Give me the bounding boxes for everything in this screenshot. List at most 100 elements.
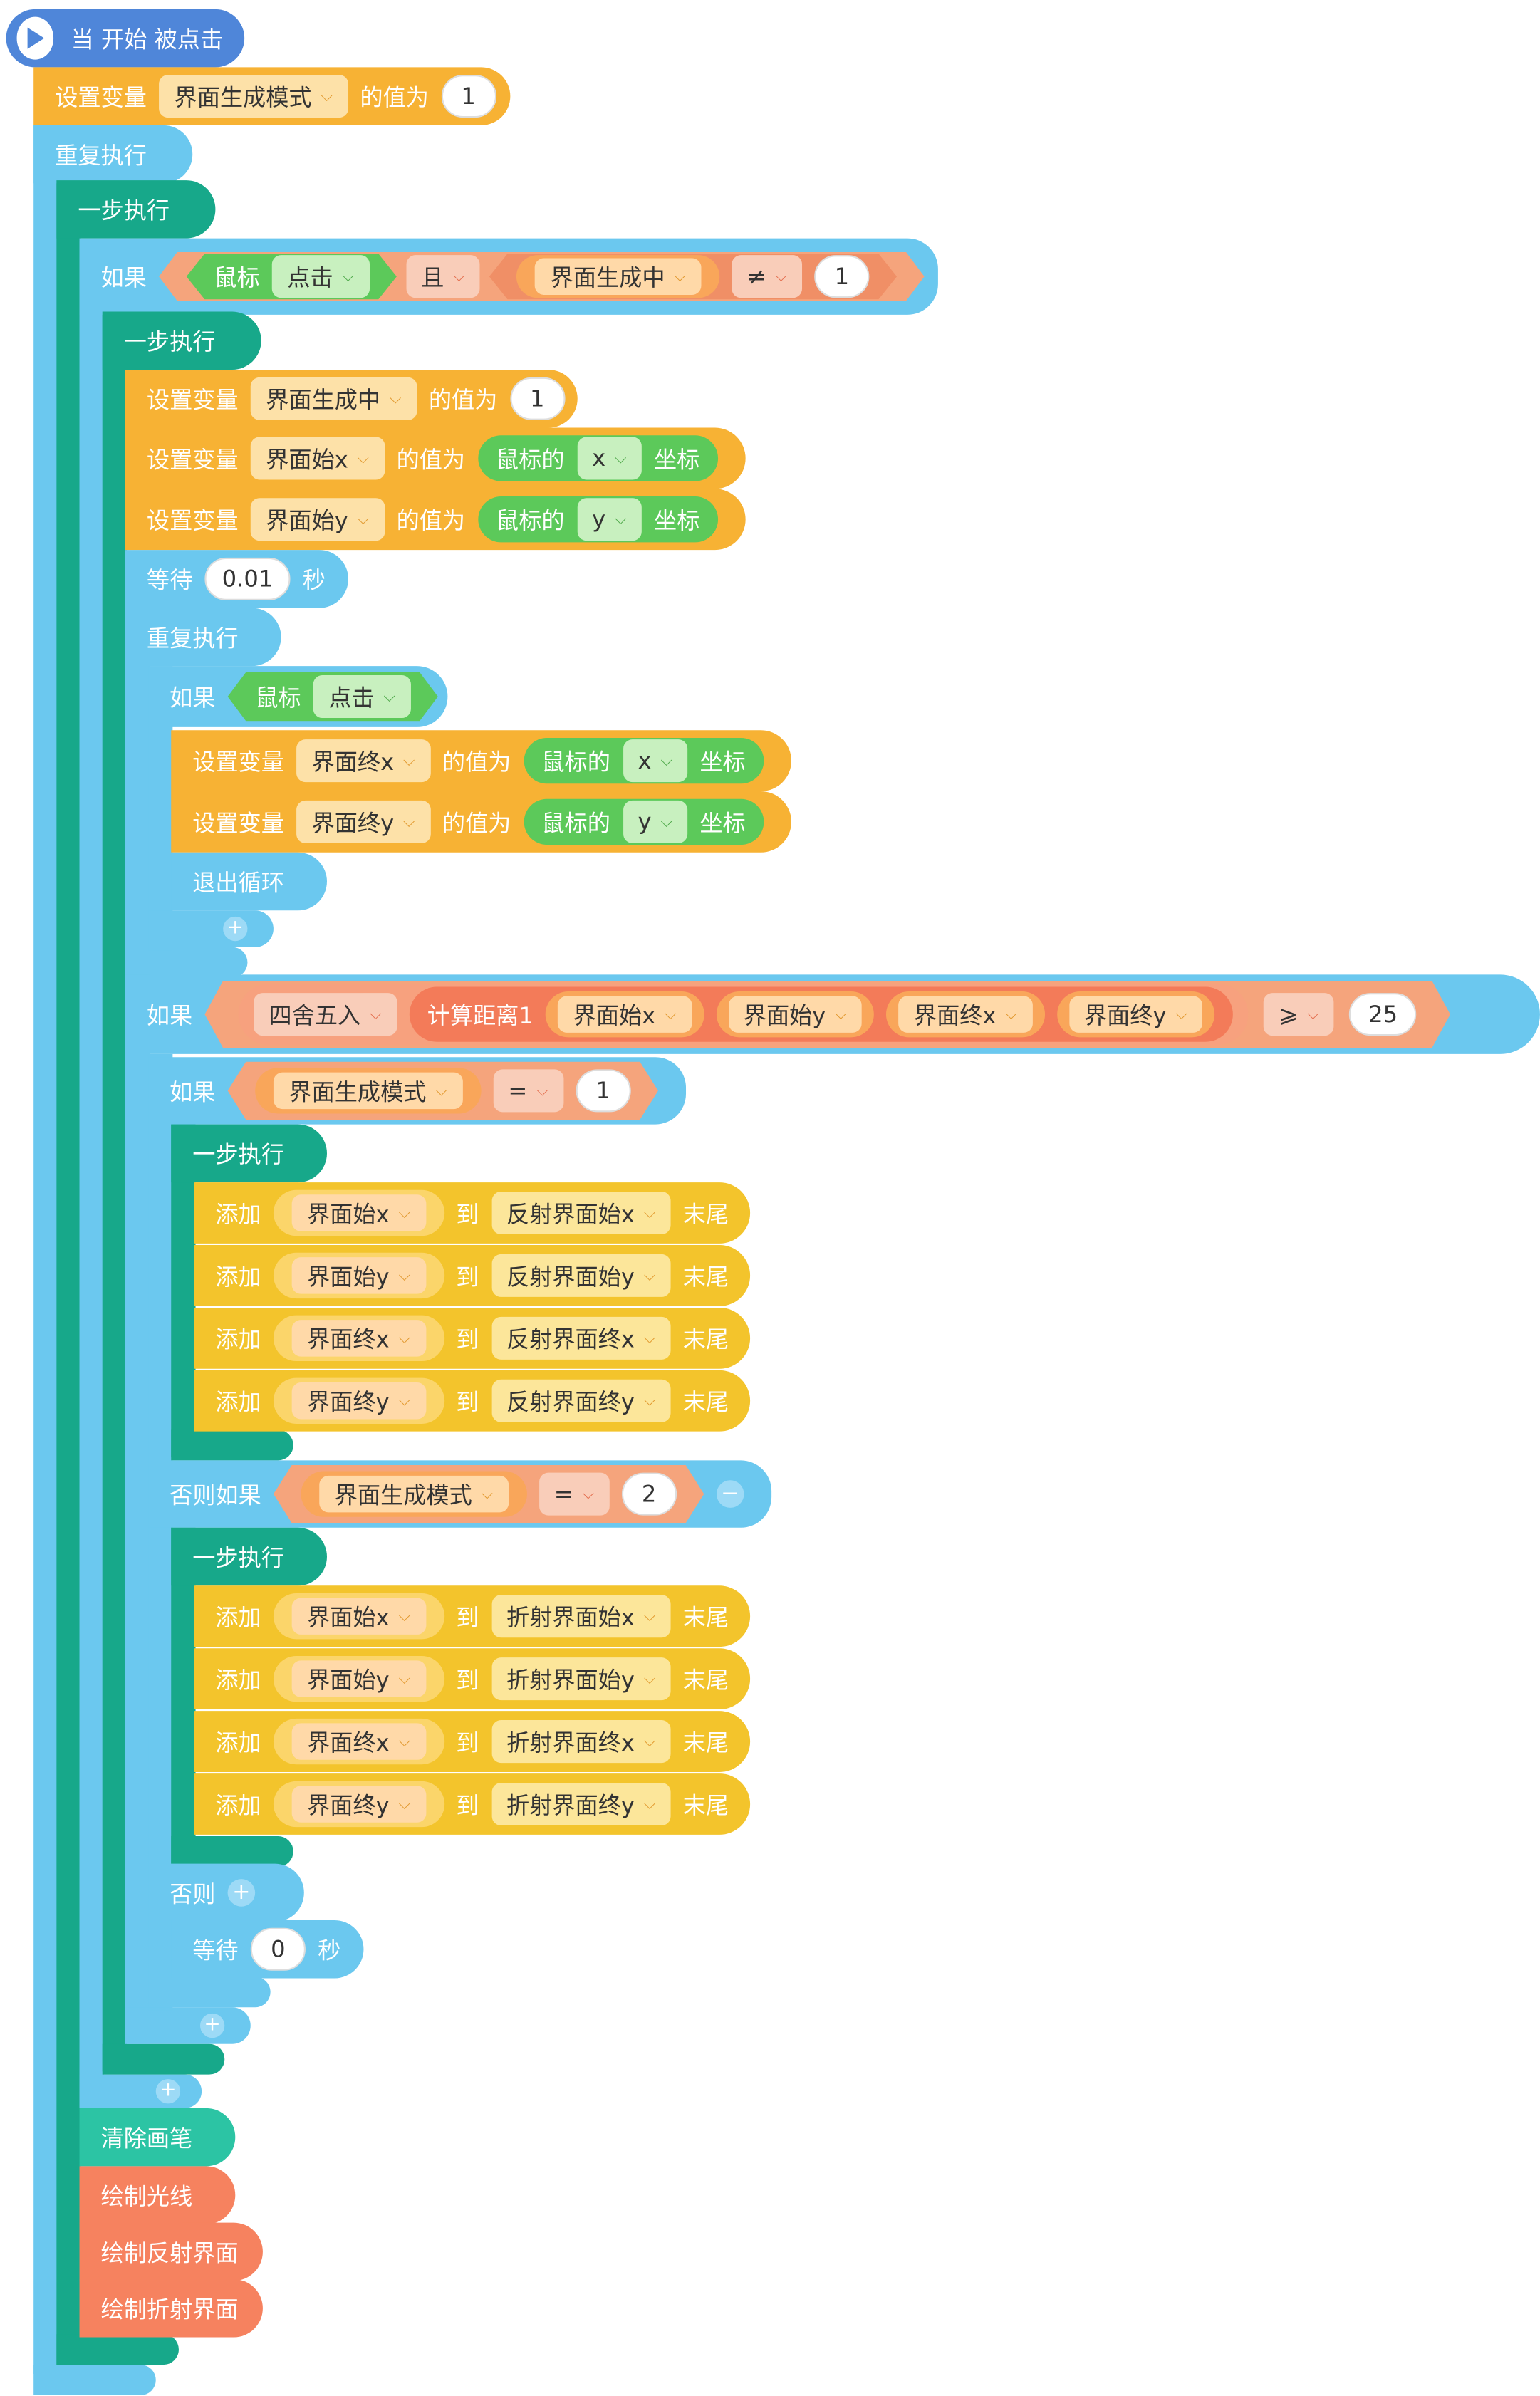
arg-sy[interactable]: 界面始y⌵ [716,991,874,1037]
item-reporter[interactable]: 界面始y⌵ [273,1252,444,1299]
item-reporter[interactable]: 界面终y⌵ [273,1377,444,1424]
item-reporter[interactable]: 界面终x⌵ [273,1718,444,1765]
repeat-forever-inner[interactable]: 重复执行 [125,608,281,667]
minus-icon[interactable]: − [716,1480,744,1508]
var-dropdown-ex[interactable]: 界面终x⌵ [296,739,430,783]
clear-pen-block[interactable]: 清除画笔 [79,2108,236,2167]
break-loop-block[interactable]: 退出循环 [171,852,327,911]
axis-dropdown[interactable]: y⌵ [576,498,642,541]
draw-refract-block[interactable]: 绘制折射界面 [79,2279,263,2338]
list-dropdown[interactable]: 折射界面始x⌵ [491,1595,671,1638]
step-block-refract[interactable]: 一步执行 [171,1527,327,1586]
wait-input[interactable]: 0.01 [204,557,291,600]
round-reporter[interactable]: 四舍五入⌵ 计算距离1 界面始x⌵ 界面始y⌵ 界面终x⌵ 界面终y⌵ [239,984,1249,1045]
plus-icon[interactable]: + [155,2079,181,2104]
plus-icon[interactable]: + [223,916,248,942]
axis-dropdown[interactable]: y⌵ [623,800,688,843]
add-sx-reflect[interactable]: 添加 界面始x⌵ 到 反射界面始x⌵ 末尾 [194,1182,751,1244]
eq-compare[interactable]: 界面生成模式⌵ =⌵ 1 [228,1062,658,1120]
eq-compare[interactable]: 界面生成模式⌵ =⌵ 2 [274,1465,704,1523]
wait-input[interactable]: 0 [250,1927,306,1971]
draw-reflect-block[interactable]: 绘制反射界面 [79,2222,263,2281]
distance-reporter[interactable]: 计算距离1 界面始x⌵ 界面始y⌵ 界面终x⌵ 界面终y⌵ [409,987,1233,1042]
op-dropdown-gte[interactable]: ⩾⌵ [1264,993,1334,1036]
list-dropdown[interactable]: 反射界面终y⌵ [491,1379,671,1422]
add-ey-reflect[interactable]: 添加 界面终y⌵ 到 反射界面终y⌵ 末尾 [194,1370,751,1432]
play-icon[interactable] [12,12,59,65]
add-ex-refract[interactable]: 添加 界面终x⌵ 到 折射界面终x⌵ 末尾 [194,1711,751,1772]
draw-ray-block[interactable]: 绘制光线 [79,2166,236,2224]
item-reporter[interactable]: 界面始x⌵ [273,1189,444,1236]
axis-dropdown[interactable]: x⌵ [623,739,688,783]
if-block-click[interactable]: 如果 鼠标 点击⌵ [148,666,448,727]
arg-sx[interactable]: 界面始x⌵ [546,991,704,1037]
op-dropdown-eq[interactable]: =⌵ [539,1473,609,1516]
arg-ey[interactable]: 界面终y⌵ [1056,991,1214,1037]
step-block[interactable]: 一步执行 [56,180,216,239]
else-if-block-mode-2[interactable]: 否则如果 界面生成模式⌵ =⌵ 2 − [148,1460,772,1528]
arg-ex[interactable]: 界面终x⌵ [886,991,1044,1037]
item-reporter[interactable]: 界面终y⌵ [273,1781,444,1828]
step-block-reflect[interactable]: 一步执行 [171,1124,327,1183]
list-dropdown[interactable]: 折射界面终y⌵ [491,1782,671,1826]
add-ey-refract[interactable]: 添加 界面终y⌵ 到 折射界面终y⌵ 末尾 [194,1773,751,1835]
list-dropdown[interactable]: 折射界面终x⌵ [491,1720,671,1764]
when-start-clicked-hat[interactable]: 当 开始 被点击 [6,9,245,68]
list-dropdown[interactable]: 反射界面终x⌵ [491,1316,671,1360]
if-block-distance[interactable]: 如果 四舍五入⌵ 计算距离1 界面始x⌵ 界面始y⌵ 界面终x⌵ 界面终y⌵ ⩾… [125,974,1540,1054]
value-input[interactable]: 1 [441,75,496,118]
compare-value[interactable]: 2 [621,1473,676,1516]
click-dropdown[interactable]: 点击⌵ [313,675,410,718]
compare-value[interactable]: 1 [814,255,869,298]
click-dropdown[interactable]: 点击⌵ [272,255,369,298]
step-block-inner[interactable]: 一步执行 [102,311,261,370]
gen-reporter[interactable]: 界面生成中⌵ [516,255,719,298]
mode-reporter[interactable]: 界面生成模式⌵ [255,1068,481,1113]
op-dropdown-eq[interactable]: =⌵ [493,1069,563,1112]
if-block-mode-1[interactable]: 如果 界面生成模式⌵ =⌵ 1 [148,1057,687,1125]
list-dropdown[interactable]: 折射界面始y⌵ [491,1657,671,1701]
neq-compare[interactable]: 界面生成中⌵ ≠⌵ 1 [489,254,897,299]
plus-icon[interactable]: + [227,1879,256,1907]
var-dropdown-mode[interactable]: 界面生成模式⌵ [159,75,348,118]
item-reporter[interactable]: 界面终x⌵ [273,1315,444,1362]
set-mode-block[interactable]: 设置变量 界面生成模式⌵ 的值为 1 [33,67,511,125]
var-dropdown-sx[interactable]: 界面始x⌵ [250,437,385,480]
value-input[interactable]: 1 [509,377,565,420]
compare-value[interactable]: 1 [576,1069,630,1112]
compare-value[interactable]: 25 [1349,993,1416,1036]
wait-block[interactable]: 等待 0.01 秒 [125,550,349,608]
var-dropdown-ey[interactable]: 界面终y⌵ [296,800,430,843]
var-dropdown-sy[interactable]: 界面始y⌵ [250,498,385,541]
item-reporter[interactable]: 界面始y⌵ [273,1655,444,1702]
set-gen-block[interactable]: 设置变量 界面生成中⌵ 的值为 1 [125,370,578,428]
list-dropdown[interactable]: 反射界面始y⌵ [491,1254,671,1297]
wait-block-zero[interactable]: 等待 0 秒 [171,1920,364,1979]
else-block[interactable]: 否则 + [148,1863,304,1922]
mouse-click-sensor[interactable]: 鼠标 点击⌵ [228,672,438,722]
add-sy-reflect[interactable]: 添加 界面始y⌵ 到 反射界面始y⌵ 末尾 [194,1245,751,1306]
gte-compare[interactable]: 四舍五入⌵ 计算距离1 界面始x⌵ 界面始y⌵ 界面终x⌵ 界面终y⌵ ⩾⌵ 2… [204,981,1450,1048]
if-block-click-and-gen[interactable]: 如果 鼠标 点击⌵ 且⌵ 界面生成中⌵ ≠⌵ 1 [79,238,938,315]
add-ex-reflect[interactable]: 添加 界面终x⌵ 到 反射界面终x⌵ 末尾 [194,1307,751,1369]
mode-reporter[interactable]: 界面生成模式⌵ [301,1471,527,1516]
add-sx-refract[interactable]: 添加 界面始x⌵ 到 折射界面始x⌵ 末尾 [194,1585,751,1647]
repeat-forever-block[interactable]: 重复执行 [33,125,193,184]
and-operator[interactable]: 鼠标 点击⌵ 且⌵ 界面生成中⌵ ≠⌵ 1 [159,252,925,301]
var-dropdown-gen[interactable]: 界面生成中⌵ [250,377,417,420]
mouse-click-sensor[interactable]: 鼠标 点击⌵ [187,254,397,299]
axis-dropdown[interactable]: x⌵ [576,437,642,480]
op-dropdown-neq[interactable]: ≠⌵ [732,255,802,298]
list-dropdown[interactable]: 反射界面始x⌵ [491,1191,671,1234]
and-dropdown[interactable]: 且⌵ [406,255,480,298]
item-reporter[interactable]: 界面始x⌵ [273,1593,444,1640]
add-sy-refract[interactable]: 添加 界面始y⌵ 到 折射界面始y⌵ 末尾 [194,1648,751,1710]
